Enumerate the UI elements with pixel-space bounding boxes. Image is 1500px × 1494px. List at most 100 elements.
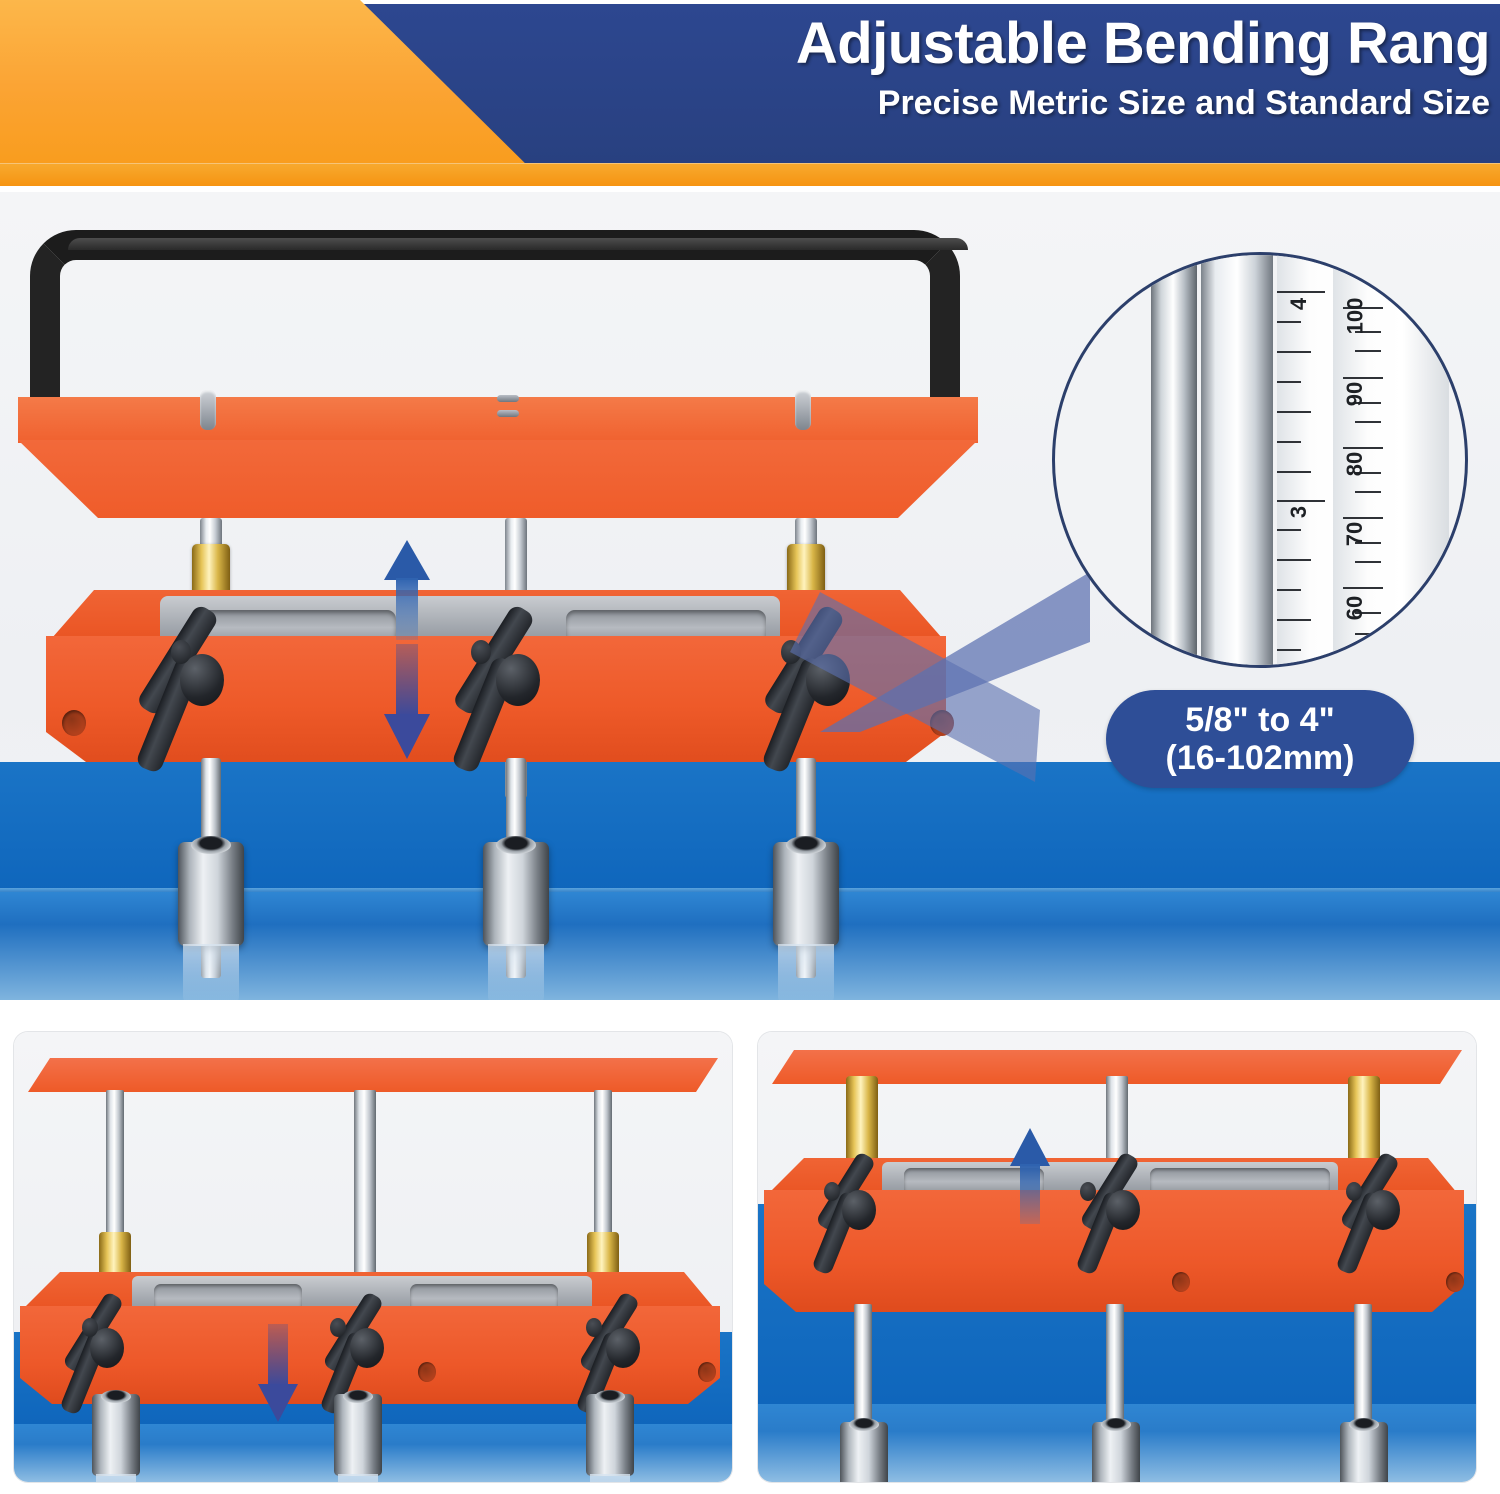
scale-tick	[1355, 542, 1381, 544]
panel-up-arrow	[1010, 1128, 1050, 1224]
panel-lever-ring	[824, 1182, 840, 1201]
scale-label-imperial: 4	[1286, 297, 1312, 311]
arrow-head	[384, 714, 430, 759]
scale-tick	[1355, 633, 1381, 635]
arrow-shaft	[396, 644, 418, 716]
magnified-rod	[1151, 255, 1197, 665]
arrow-head	[384, 540, 430, 580]
top-plate-bolt	[795, 390, 811, 430]
arrow-head	[258, 1384, 298, 1422]
range-callout-metric: (16-102mm)	[1165, 739, 1355, 777]
scale-tick	[1277, 619, 1311, 621]
panel-mounting-hole	[1172, 1272, 1190, 1292]
work-table-front	[0, 892, 1500, 1000]
panel-foot-bushing	[1092, 1418, 1140, 1482]
down-arrow-indicator	[384, 644, 430, 759]
scale-tick	[1343, 587, 1383, 589]
banner-bottom-bar	[0, 164, 1500, 186]
top-plate-face	[18, 397, 978, 443]
lever-knob	[496, 654, 540, 706]
scale-tick	[1277, 291, 1325, 293]
panel-foot-bushing	[586, 1390, 634, 1476]
panel-foot-bushing	[840, 1418, 888, 1482]
panel-foot-bushing	[92, 1390, 140, 1476]
panel-lowered-position	[14, 1032, 732, 1482]
panel-lever-knob	[842, 1190, 876, 1230]
foot-reflection	[778, 944, 834, 1000]
hero-product-scene: 4 3 100 90 80 70 60 5/8" to 4" (16-102mm…	[0, 192, 1500, 1000]
scale-tick	[1355, 612, 1381, 614]
panel-raised-position	[758, 1032, 1476, 1482]
panel-lever-ring	[82, 1318, 98, 1337]
panel-lever-ring	[1080, 1182, 1096, 1201]
panel-guide-rod-lower	[1354, 1304, 1372, 1440]
scale-tick	[1277, 559, 1311, 561]
foot-reflection	[183, 944, 239, 1000]
panel-guide-rod	[106, 1090, 124, 1250]
up-arrow-indicator	[384, 540, 430, 640]
scale-tick	[1277, 351, 1311, 353]
panel-foot-reflection	[96, 1474, 136, 1482]
scale-tick	[1355, 421, 1381, 423]
scale-label-metric: 80	[1342, 451, 1368, 477]
panel-lever-knob	[90, 1328, 124, 1368]
panel-lever-ring	[586, 1318, 602, 1337]
scale-label-metric: 70	[1342, 521, 1368, 547]
panel-lever-knob	[1366, 1190, 1400, 1230]
panel-lever-knob	[350, 1328, 384, 1368]
scale-tick	[1277, 500, 1325, 502]
panel-foot-reflection	[590, 1474, 630, 1482]
panel-guide-rod	[594, 1090, 612, 1250]
ruler-magnifier: 4 3 100 90 80 70 60	[1052, 252, 1468, 668]
arrow-shaft	[396, 578, 418, 640]
scale-tick	[1355, 472, 1381, 474]
carry-handle	[30, 230, 968, 425]
lever-knob	[180, 654, 224, 706]
scale-tick	[1277, 411, 1311, 413]
scale-tick	[1277, 471, 1311, 473]
scale-tick	[1355, 402, 1381, 404]
panel-guide-rod-lower	[1106, 1304, 1124, 1440]
lever-pivot-ring	[171, 640, 191, 664]
top-plate-screw	[497, 410, 519, 417]
scale-tick	[1355, 350, 1381, 352]
panel-lever-ring	[1346, 1182, 1362, 1201]
panel-top-plate	[28, 1058, 718, 1092]
scale-tick	[1277, 589, 1301, 591]
foot-bushing	[178, 836, 244, 946]
scale-tick	[1355, 561, 1381, 563]
panel-graduated-rod	[354, 1090, 376, 1310]
scale-tick	[1277, 529, 1301, 531]
mounting-hole	[62, 710, 86, 736]
detail-panels	[0, 1000, 1500, 1494]
scale-tick	[1343, 377, 1383, 379]
panel-foot-bushing	[1340, 1418, 1388, 1482]
foot-bushing	[773, 836, 839, 946]
scale-tick	[1277, 381, 1301, 383]
banner-text-block: Adjustable Bending Rang Precise Metric S…	[560, 13, 1491, 122]
panel-mounting-hole	[1446, 1272, 1464, 1292]
top-plate-screw	[497, 395, 519, 402]
banner-subtitle: Precise Metric Size and Standard Size	[877, 83, 1490, 122]
panel-foot-reflection	[338, 1474, 378, 1482]
top-plate-body	[18, 440, 978, 518]
top-plate-bolt	[200, 390, 216, 430]
range-callout-imperial: 5/8" to 4"	[1185, 700, 1335, 739]
scale-tick	[1343, 307, 1383, 309]
arrow-shaft	[1020, 1164, 1040, 1224]
arrow-shaft	[268, 1324, 288, 1386]
magnified-rod	[1201, 255, 1273, 665]
panel-mounting-hole	[418, 1362, 436, 1382]
panel-lever-ring	[330, 1318, 346, 1337]
panel-lever-knob	[1106, 1190, 1140, 1230]
panel-down-arrow	[258, 1324, 298, 1422]
scale-label-metric: 90	[1342, 381, 1368, 407]
header-banner: Adjustable Bending Rang Precise Metric S…	[0, 0, 1500, 192]
scale-tick	[1343, 517, 1383, 519]
scale-tick	[1355, 491, 1381, 493]
arrow-head	[1010, 1128, 1050, 1166]
scale-tick	[1277, 321, 1301, 323]
scale-label-metric: 60	[1342, 595, 1368, 621]
scale-tick	[1277, 649, 1301, 651]
